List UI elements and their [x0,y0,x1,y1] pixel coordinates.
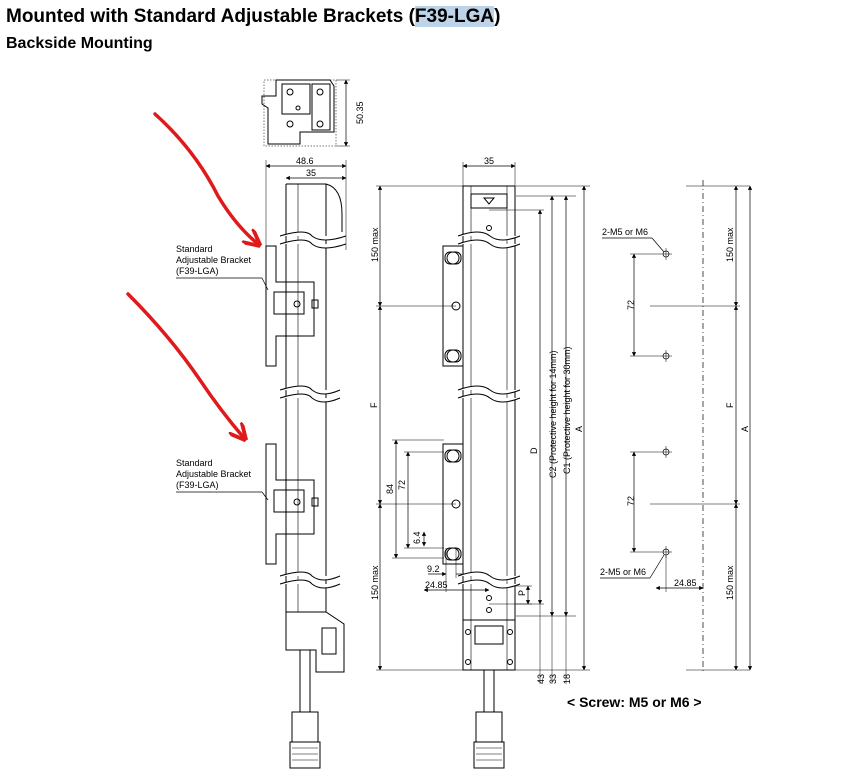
bracket-label-2-line1: Standard [176,458,213,468]
hole-pattern-view [600,180,753,672]
red-arrow-bottom [126,292,244,438]
dim-A-right: A [740,426,750,432]
top-view [261,79,350,147]
dim-150max-right-top: 150 max [725,227,735,262]
dim-top-height: 50.35 [355,101,365,124]
screw-note: < Screw: M5 or M6 > [567,694,702,710]
dim-C1: C1 (Protective height for 30mm) [562,346,572,474]
red-arrow-top [153,112,258,244]
dim-72-holes-top: 72 [626,300,636,310]
dim-43: 43 [536,674,546,684]
bracket-label-1-line3: (F39-LGA) [176,266,219,276]
bracket-label-1-line1: Standard [176,244,213,254]
dim-84: 84 [385,484,395,494]
dim-side-inner-width: 35 [306,168,316,178]
dim-F-right: F [725,402,735,408]
dim-18: 18 [562,674,572,684]
dim-C2: C2 (Protective height for 14mm) [548,350,558,478]
dim-72: 72 [397,480,407,490]
dim-D: D [529,447,539,454]
dim-72-holes-bottom: 72 [626,496,636,506]
page-subtitle: Backside Mounting [6,35,153,52]
model-highlight: F39-LGA [414,6,495,27]
dim-33: 33 [548,674,558,684]
front-dimension-lines [376,185,590,684]
dim-side-width: 48.6 [296,156,314,166]
dim-6-4: 6.4 [412,531,422,544]
bracket-leader-1b [261,277,269,291]
dim-150max-bottom: 150 max [370,565,380,600]
bracket-label-2-line3: (F39-LGA) [176,480,219,490]
dim-24-85-front: 24.85 [425,580,448,590]
screw-label-bottom: 2-M5 or M6 [600,567,646,577]
front-break-lines [457,231,521,589]
side-view [265,160,347,769]
front-view [442,162,516,769]
bracket-label-2-line2: Adjustable Bracket [176,469,252,479]
dim-150max-right-bottom: 150 max [725,565,735,600]
dim-F: F [369,402,379,408]
dim-P: P [517,590,527,596]
side-break-lines [279,231,347,589]
dim-150max-top: 150 max [370,227,380,262]
page-title: Mounted with Standard Adjustable Bracket… [6,6,501,27]
screw-label-top: 2-M5 or M6 [602,227,648,237]
dim-9-2: 9.2 [427,564,440,574]
dim-A-front: A [574,426,584,432]
bracket-leader-2b [261,491,269,501]
dim-24-85-right: 24.85 [674,578,697,588]
dim-front-width: 35 [484,156,494,166]
bracket-label-1-line2: Adjustable Bracket [176,255,252,265]
